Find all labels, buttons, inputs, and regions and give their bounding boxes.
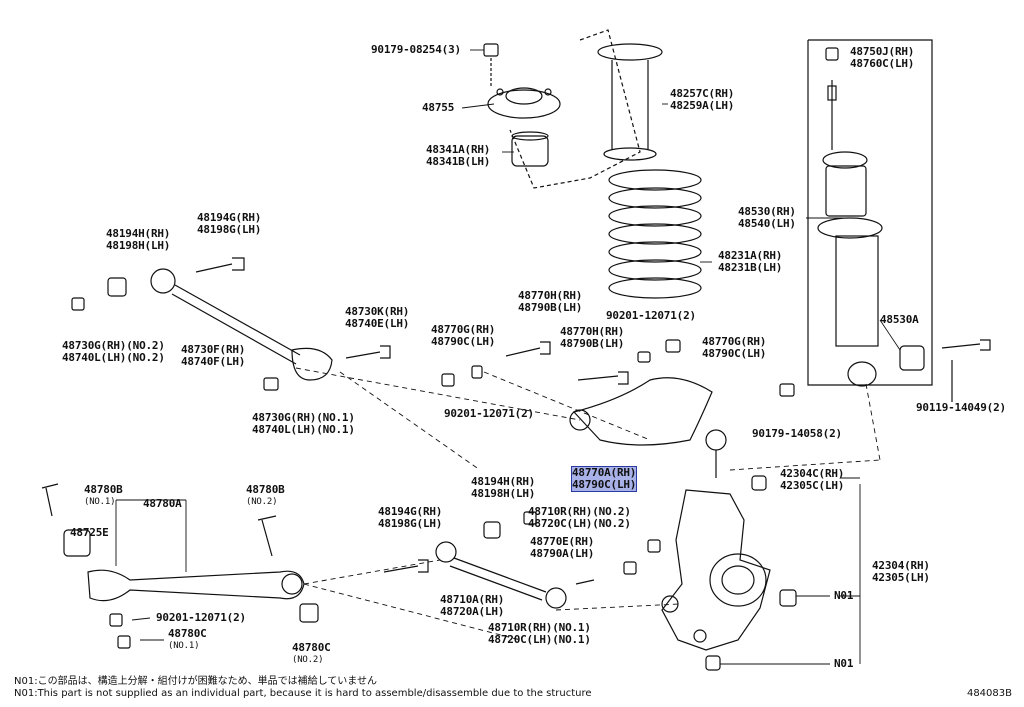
bolt-icon — [577, 371, 629, 385]
label-48710R-no2[interactable]: 48710R(RH)(NO.2)48720C(LH)(NO.2) — [528, 505, 631, 530]
nut-icon — [665, 339, 681, 353]
mount-nut-icon — [483, 43, 499, 57]
label-48341[interactable]: 48341A(RH)48341B(LH) — [426, 143, 491, 168]
bolt-icon — [575, 579, 595, 585]
note-english: N01:This part is not supplied as an indi… — [14, 688, 592, 699]
label-48770H-b[interactable]: 48770H(RH)48790B(LH) — [560, 325, 625, 350]
label-48770G-b[interactable]: 48770G(RH)48790C(LH) — [702, 335, 767, 360]
bolt-icon — [195, 257, 245, 273]
label-48750[interactable]: 48750J(RH)48760C(LH) — [850, 45, 915, 70]
mount-dashed-outline — [509, 29, 641, 189]
bolt-icon — [257, 515, 277, 557]
label-48194H-b[interactable]: 48194H(RH)48198H(LH) — [471, 475, 536, 500]
upper-control-arm-icon — [569, 377, 727, 478]
bushing-icon — [751, 475, 767, 491]
label-48194G-b[interactable]: 48194G(RH)48198G(LH) — [378, 505, 443, 530]
shock-absorber-icon — [817, 47, 925, 387]
label-48530A[interactable]: 48530A — [880, 313, 919, 326]
shock-group-box — [807, 39, 933, 386]
label-48780B-no1[interactable]: 48780B(NO.1) — [84, 483, 123, 508]
bolt-icon — [41, 483, 59, 517]
label-90201-a[interactable]: 90201-12071(2) — [606, 309, 696, 322]
note-japanese: N01:この部品は、構造上分解・組付けが困難なため、単品では補給していません — [14, 676, 377, 687]
label-48780B-no2[interactable]: 48780B(NO.2) — [246, 483, 285, 508]
label-48770E[interactable]: 48770E(RH)48790A(LH) — [530, 535, 595, 560]
label-48710A[interactable]: 48710A(RH)48720A(LH) — [440, 593, 505, 618]
nut-icon — [647, 539, 661, 553]
label-48257[interactable]: 48257C(RH)48259A(LH) — [670, 87, 735, 112]
label-48755[interactable]: 48755 — [422, 101, 455, 114]
label-48780C-no1[interactable]: 48780C(NO.1) — [168, 627, 207, 652]
label-n01-b[interactable]: N01 — [834, 657, 854, 670]
label-48730K[interactable]: 48730K(RH)48740E(LH) — [345, 305, 410, 330]
dust-boot-icon — [597, 43, 663, 161]
label-48194G[interactable]: 48194G(RH)48198G(LH) — [197, 211, 262, 236]
nut-icon — [109, 613, 123, 627]
nut-icon — [471, 365, 483, 379]
label-90201-b[interactable]: 90201-12071(2) — [444, 407, 534, 420]
bump-stop-icon — [511, 131, 549, 167]
bolt-icon — [941, 339, 991, 351]
label-90179-08254[interactable]: 90179-08254(3) — [371, 43, 461, 56]
label-48770A-highlighted[interactable]: 48770A(RH)48790C(LH) — [570, 466, 638, 492]
label-48780C-no2[interactable]: 48780C(NO.2) — [292, 641, 331, 666]
label-48730F[interactable]: 48730F(RH)48740F(LH) — [181, 343, 246, 368]
nut-icon — [299, 603, 319, 623]
label-48194H[interactable]: 48194H(RH)48198H(LH) — [106, 227, 171, 252]
nut-icon — [263, 377, 279, 391]
label-48530[interactable]: 48530(RH)48540(LH) — [738, 205, 796, 230]
label-n01-a[interactable]: N01 — [834, 589, 854, 602]
label-48231[interactable]: 48231A(RH)48231B(LH) — [718, 249, 783, 274]
label-48710R-no1[interactable]: 48710R(RH)(NO.1)48720C(LH)(NO.1) — [488, 621, 591, 646]
nut-icon — [623, 561, 637, 575]
nut-icon — [441, 373, 455, 387]
label-48730G-no1[interactable]: 48730G(RH)(NO.1)48740L(LH)(NO.1) — [252, 411, 355, 436]
bushing-icon — [779, 589, 797, 607]
bolt-icon — [505, 341, 551, 357]
bolt-icon — [345, 345, 391, 359]
nut-icon — [117, 635, 131, 649]
diagram-code: 484083B — [966, 688, 1012, 699]
label-90119[interactable]: 90119-14049(2) — [916, 401, 1006, 414]
bushing-icon — [705, 655, 721, 671]
lateral-link-icon — [107, 268, 333, 381]
label-48770H-a[interactable]: 48770H(RH)48790B(LH) — [518, 289, 583, 314]
label-48725E[interactable]: 48725E — [70, 526, 109, 539]
knuckle-icon — [661, 489, 771, 651]
label-48780A[interactable]: 48780A — [143, 497, 182, 510]
label-42304[interactable]: 42304(RH)42305(LH) — [872, 559, 930, 584]
nut-icon — [523, 511, 537, 525]
bolt-icon — [383, 559, 429, 573]
label-42304C[interactable]: 42304C(RH)42305C(LH) — [780, 467, 845, 492]
label-48730G-no2[interactable]: 48730G(RH)(NO.2)48740L(LH)(NO.2) — [62, 339, 165, 364]
nut-icon — [71, 297, 85, 311]
upper-mount-icon — [487, 87, 561, 119]
toe-link-icon — [435, 521, 567, 609]
label-90179-14058[interactable]: 90179-14058(2) — [752, 427, 842, 440]
label-90201-c[interactable]: 90201-12071(2) — [156, 611, 246, 624]
nut-icon — [779, 383, 795, 397]
label-48770G-a[interactable]: 48770G(RH)48790C(LH) — [431, 323, 496, 348]
coil-spring-icon — [608, 169, 702, 299]
nut-icon — [637, 351, 651, 363]
